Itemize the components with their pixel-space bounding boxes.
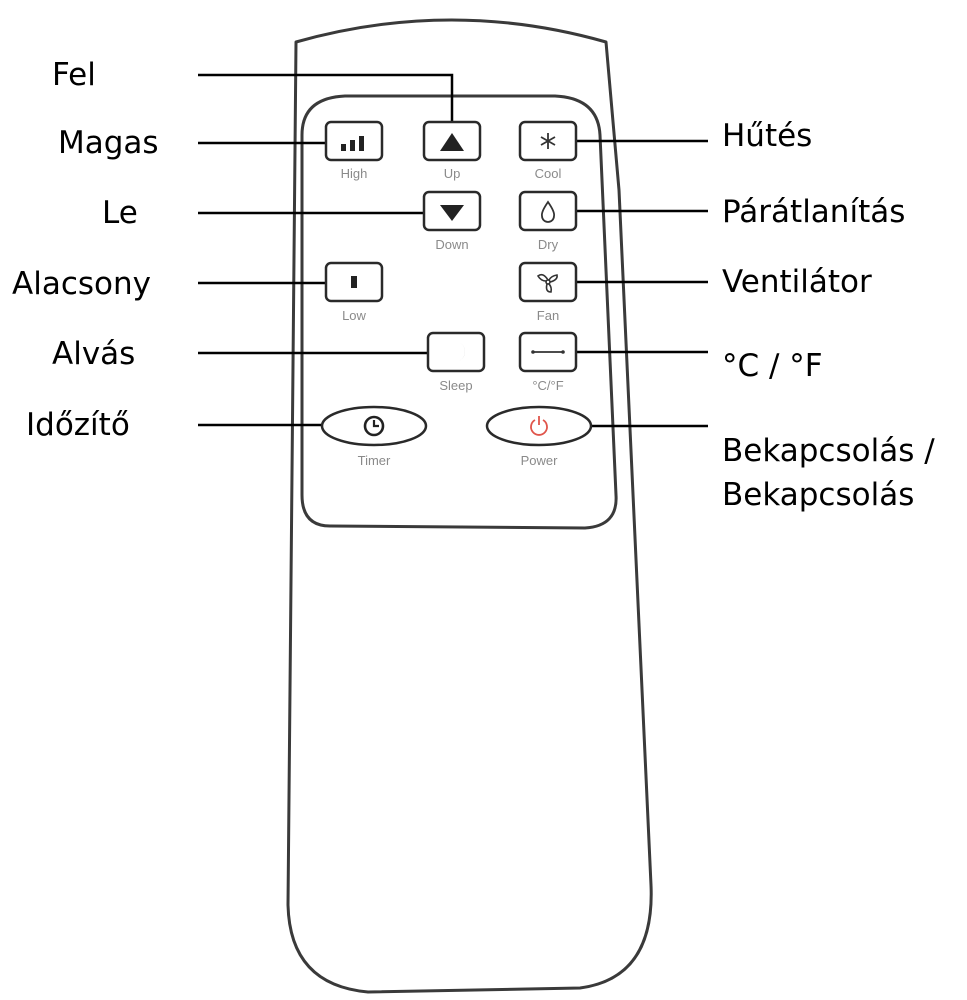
- unit-toggle-icon: [531, 350, 565, 354]
- single-bar-icon: [351, 276, 357, 288]
- dry-button[interactable]: [518, 190, 578, 232]
- callout-power-line1: Bekapcsolás /: [722, 433, 935, 469]
- timer-button[interactable]: [320, 405, 428, 447]
- callout-dry: Párátlanítás: [722, 194, 905, 230]
- up-button[interactable]: [422, 120, 482, 162]
- power-button[interactable]: [485, 405, 593, 447]
- unit-toggle-button-label: °C/°F: [532, 378, 563, 393]
- high-button-label: High: [341, 166, 368, 181]
- callout-unit: °C / °F: [722, 348, 823, 384]
- fan-icon: [536, 273, 558, 293]
- callout-fan: Ventilátor: [722, 264, 872, 300]
- water-drop-icon: [540, 200, 556, 223]
- timer-button-label: Timer: [358, 453, 391, 468]
- cool-button[interactable]: [518, 120, 578, 162]
- snowflake-icon: [540, 133, 556, 149]
- callout-up: Fel: [52, 57, 96, 93]
- callout-power-line2: Bekapcsolás: [722, 477, 914, 513]
- down-button[interactable]: [422, 190, 482, 232]
- fan-button[interactable]: [518, 261, 578, 303]
- low-button-label: Low: [342, 308, 366, 323]
- cool-button-label: Cool: [535, 166, 562, 181]
- down-button-label: Down: [435, 237, 468, 252]
- high-button[interactable]: [324, 120, 384, 162]
- remote-body-outline: [286, 18, 653, 994]
- callout-high: Magas: [58, 125, 159, 161]
- dry-button-label: Dry: [538, 237, 559, 252]
- sleep-button-label: Sleep: [439, 378, 472, 393]
- callout-sleep: Alvás: [52, 336, 135, 372]
- leader-line-up: [198, 73, 454, 122]
- button-panel-outline: [300, 94, 618, 530]
- callout-timer: Időzítő: [26, 407, 130, 443]
- low-button[interactable]: [324, 261, 384, 303]
- power-button-label: Power: [521, 453, 559, 468]
- fan-button-label: Fan: [537, 308, 559, 323]
- up-button-label: Up: [444, 166, 461, 181]
- power-icon: [530, 416, 548, 436]
- callout-down: Le: [102, 195, 138, 231]
- sleep-button[interactable]: [426, 331, 486, 373]
- clock-icon: [363, 415, 385, 437]
- triangle-up-icon: [440, 133, 464, 151]
- callout-low: Alacsony: [12, 266, 151, 302]
- triangle-down-icon: [440, 205, 464, 221]
- callout-cool: Hűtés: [722, 118, 812, 154]
- unit-toggle-button[interactable]: [518, 331, 578, 373]
- signal-bars-icon: [341, 136, 364, 151]
